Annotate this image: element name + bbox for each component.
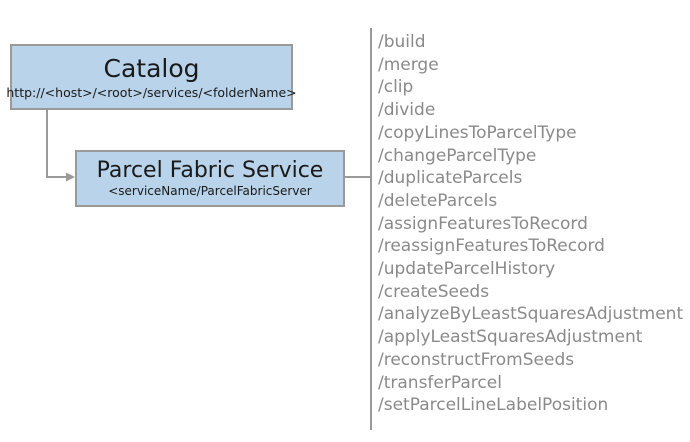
operation-item: /copyLinesToParcelType <box>378 122 577 143</box>
operation-item: /clip <box>378 77 414 98</box>
operation-item: /divide <box>378 100 436 121</box>
operations-list: /build/merge/clip/divide/copyLinesToParc… <box>378 31 683 417</box>
catalog-node-title: Catalog <box>103 53 200 83</box>
operation-item: /setParcelLineLabelPosition <box>378 395 609 416</box>
operation-item: /duplicateParcels <box>378 168 523 189</box>
operation-item: /merge <box>378 54 439 75</box>
parcel-fabric-service-node: Parcel Fabric Service <serviceName/Parce… <box>75 150 345 207</box>
operation-item: /createSeeds <box>378 281 490 302</box>
catalog-to-service-arrowhead <box>66 172 75 182</box>
operation-item: /transferParcel <box>378 372 502 393</box>
operation-item: /assignFeaturesToRecord <box>378 213 588 234</box>
service-node-title: Parcel Fabric Service <box>96 158 324 183</box>
operation-item: /applyLeastSquaresAdjustment <box>378 327 643 348</box>
operation-item: /changeParcelType <box>378 145 537 166</box>
operation-item: /analyzeByLeastSquaresAdjustment <box>378 304 684 325</box>
catalog-node: Catalog http://<host>/<root>/services/<f… <box>6 44 297 110</box>
catalog-to-service-connector <box>46 110 68 178</box>
operation-item: /deleteParcels <box>378 190 498 211</box>
operation-item: /build <box>378 32 426 52</box>
service-node-path: <serviceName/ParcelFabricServer <box>108 184 312 198</box>
operation-item: /updateParcelHistory <box>378 259 556 280</box>
catalog-node-url: http://<host>/<root>/services/<folderNam… <box>6 84 297 100</box>
operation-item: /reconstructFromSeeds <box>378 349 575 370</box>
operation-item: /reassignFeaturesToRecord <box>378 236 605 257</box>
